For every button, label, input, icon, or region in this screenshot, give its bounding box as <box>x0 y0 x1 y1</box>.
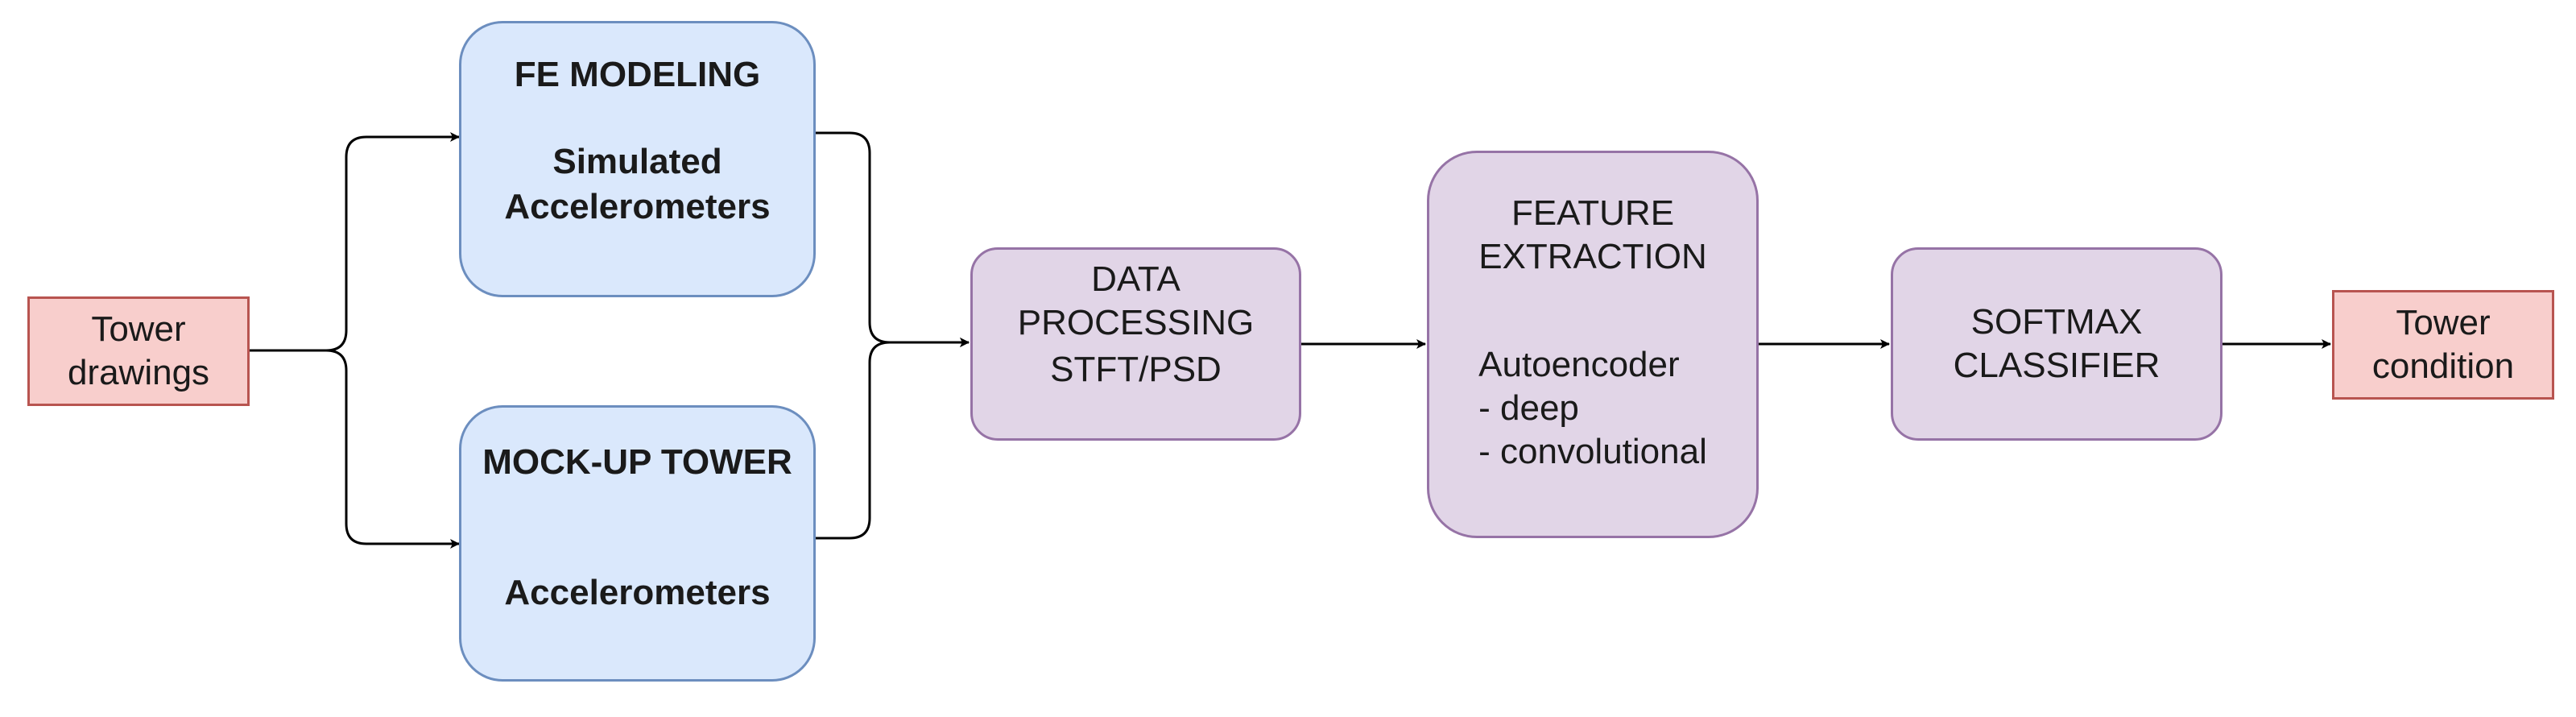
tower-condition-line-1: Tower <box>2396 303 2491 342</box>
mockup-tower-box: MOCK-UP TOWER Accelerometers <box>459 405 816 682</box>
mockup-tower-title: MOCK-UP TOWER <box>482 442 792 482</box>
softmax-line-1: SOFTMAX <box>1970 302 2143 342</box>
feature-extraction-method: Autoencoder <box>1478 345 1680 384</box>
softmax-classifier-box: SOFTMAX CLASSIFIER <box>1891 247 2222 441</box>
tower-drawings-box: Tower drawings <box>27 296 250 406</box>
fe-modeling-subtitle-line-1: Simulated <box>552 142 722 181</box>
mockup-tower-subtitle: Accelerometers <box>504 573 771 612</box>
feature-extraction-variant-deep: - deep <box>1478 388 1579 428</box>
feature-extraction-variant-convolutional: - convolutional <box>1478 432 1707 471</box>
tower-condition-box: Tower condition <box>2332 290 2554 400</box>
edge-mockup-tower-to-data-processing <box>815 338 970 540</box>
data-processing-subtitle: STFT/PSD <box>1050 350 1222 389</box>
feature-extraction-title-line-2: EXTRACTION <box>1478 237 1707 276</box>
data-processing-box: DATA PROCESSING STFT/PSD <box>970 247 1301 441</box>
fe-modeling-subtitle-line-2: Accelerometers <box>504 187 771 226</box>
data-processing-title-line-2: PROCESSING <box>1017 303 1255 342</box>
feature-extraction-title-line-1: FEATURE <box>1511 193 1675 233</box>
edge-drawings-to-mockup-tower <box>250 349 460 549</box>
tower-drawings-line-1: Tower <box>91 309 186 349</box>
edge-fe-modeling-to-data-processing <box>815 131 970 347</box>
fe-modeling-box: FE MODELING Simulated Accelerometers <box>459 21 816 297</box>
softmax-line-2: CLASSIFIER <box>1953 346 2160 385</box>
feature-extraction-box: FEATURE EXTRACTION Autoencoder - deep - … <box>1427 151 1759 538</box>
tower-drawings-line-2: drawings <box>67 353 210 392</box>
edge-drawings-to-fe-modeling <box>250 132 460 352</box>
data-processing-title-line-1: DATA <box>1091 259 1180 299</box>
feature-extraction-method-block: Autoencoder - deep - convolutional <box>1478 343 1707 474</box>
fe-modeling-title: FE MODELING <box>514 55 761 94</box>
tower-condition-line-2: condition <box>2371 346 2515 386</box>
